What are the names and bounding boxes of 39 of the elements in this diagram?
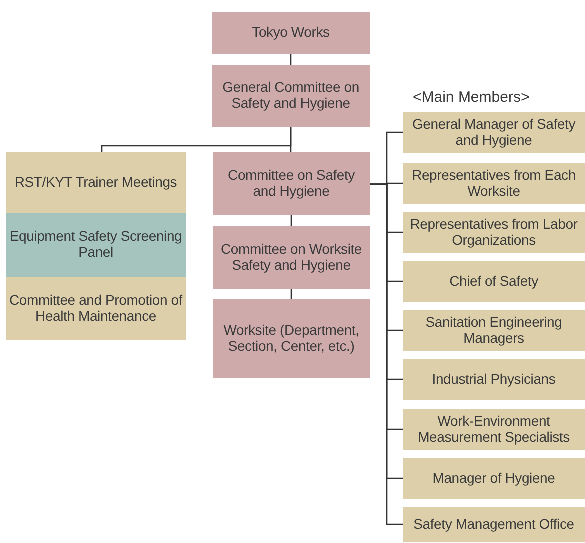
node-text: General Committee on Safety and Hygiene [222, 80, 360, 112]
node-text: Representatives from Each Worksite [411, 168, 577, 200]
member-box [403, 212, 585, 253]
node-text: Chief of Safety [450, 274, 538, 290]
member-box [403, 112, 585, 153]
connector-line [290, 127, 292, 152]
node-text: Committee on Safety and Hygiene [227, 168, 356, 200]
committee-box [212, 65, 370, 127]
connector-line [290, 215, 292, 226]
member-box [403, 507, 585, 542]
node-text: General Manager of Safety and Hygiene [411, 116, 577, 148]
committee-box [213, 226, 370, 289]
node-text: Worksite (Department, Section, Center, etc.) [222, 322, 360, 354]
node-text: Tokyo Works [252, 25, 330, 41]
node-text: Safety Management Office [414, 516, 574, 532]
member-box [403, 163, 585, 204]
worksite-box [213, 299, 370, 378]
node-text: Committee on Worksite Safety and Hygiene [220, 242, 364, 274]
organization-box [212, 12, 370, 54]
node-text: Representatives from Labor Organizations [409, 216, 579, 248]
member-box [403, 409, 585, 450]
group-heading: <Main Members> [413, 89, 530, 106]
node-text: Industrial Physicians [432, 372, 556, 388]
meeting-box [6, 152, 186, 213]
committee-box [213, 152, 370, 215]
node-text: Equipment Safety Screening Panel [8, 229, 184, 261]
node-text: Manager of Hygiene [432, 470, 556, 486]
member-box [403, 310, 585, 351]
member-box [403, 458, 585, 499]
node-text: Sanitation Engineering Managers [424, 314, 564, 346]
committee-box [6, 277, 186, 340]
member-box [403, 261, 585, 302]
panel-box [6, 213, 186, 277]
node-text: RST/KYT Trainer Meetings [14, 174, 178, 190]
connector-line [290, 54, 292, 65]
connector-line [290, 289, 292, 299]
node-text: Work-Environment Measurement Specialists [417, 414, 571, 446]
member-box [403, 359, 585, 400]
node-text: Committee and Promotion of Health Maintenance [8, 292, 184, 324]
